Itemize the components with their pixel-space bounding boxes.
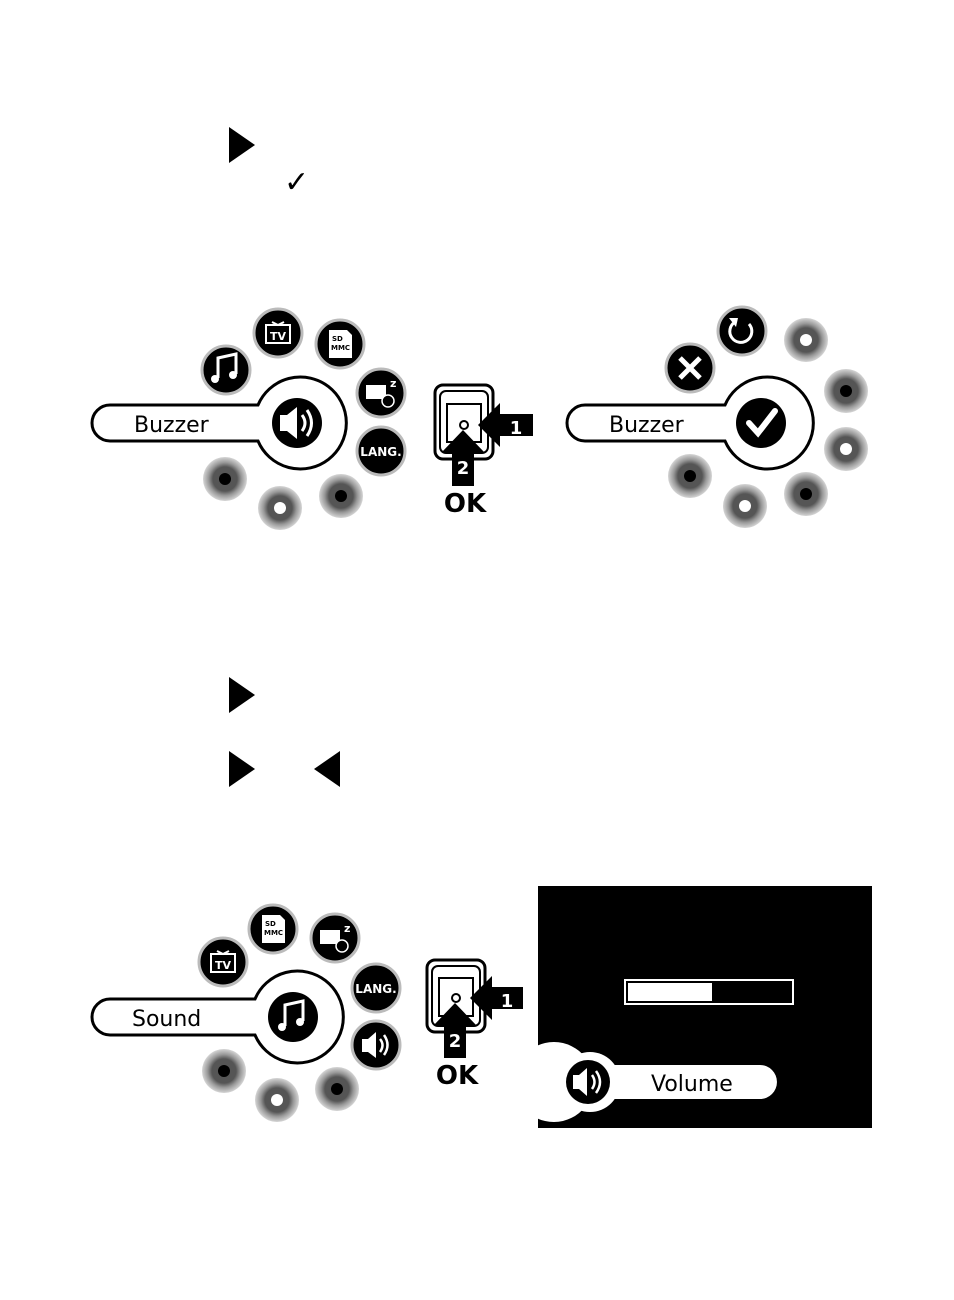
svg-text:1: 1 [501, 991, 514, 1012]
svg-text:z: z [344, 922, 350, 935]
confirm-check-icon [736, 398, 786, 448]
svg-text:SD: SD [265, 920, 276, 928]
empty-slot-dot [202, 1049, 246, 1093]
ok-label: OK [436, 1061, 479, 1091]
volume-level-bar [628, 983, 712, 1001]
ok-button-diagram: 1 2 OK [433, 383, 533, 519]
svg-text:2: 2 [449, 1031, 462, 1052]
empty-slot-dot [824, 427, 868, 471]
empty-slot-dot [784, 472, 828, 516]
svg-text:1: 1 [510, 418, 523, 439]
tv-icon: TV [197, 936, 249, 988]
music-icon [268, 992, 318, 1042]
ok-button-diagram: 1 2 OK [425, 958, 523, 1091]
ok-label: OK [444, 489, 487, 519]
sd-mmc-icon: SD MMC [247, 903, 299, 955]
speaker-icon [350, 1019, 402, 1071]
right-arrow-icon [229, 677, 255, 713]
svg-text:LANG.: LANG. [360, 445, 401, 459]
svg-text:LANG.: LANG. [355, 982, 396, 996]
sound-menu-wheel: Sound TV SD MMC z LANG. [90, 903, 402, 1122]
music-icon [200, 344, 252, 396]
menu-label-buzzer: Buzzer [609, 413, 685, 438]
sleep-timer-icon: z [355, 367, 407, 419]
left-arrow-icon [314, 751, 340, 787]
empty-slot-dot [824, 369, 868, 413]
menu-label-sound: Sound [132, 1007, 201, 1032]
volume-screen: Volume [513, 886, 872, 1128]
sleep-timer-icon: z [309, 912, 361, 964]
cancel-icon [664, 342, 716, 394]
svg-text:TV: TV [215, 959, 232, 972]
speaker-icon [272, 398, 322, 448]
svg-text:2: 2 [457, 458, 470, 479]
buzzer-menu-wheel: Buzzer TV SD MMC [90, 307, 407, 530]
svg-text:MMC: MMC [331, 344, 350, 352]
check-icon: ✓ [284, 165, 310, 200]
sd-mmc-icon: SD MMC [314, 318, 366, 370]
tv-icon: TV [252, 307, 304, 359]
svg-text:MMC: MMC [264, 929, 283, 937]
empty-slot-dot [203, 457, 247, 501]
volume-label: Volume [651, 1072, 733, 1097]
reset-icon [716, 305, 768, 357]
buzzer-confirm-wheel: Buzzer [565, 305, 868, 528]
right-arrow-icon [229, 751, 255, 787]
language-icon: LANG. [350, 962, 402, 1014]
right-arrow-icon [229, 127, 255, 163]
language-icon: LANG. [355, 425, 407, 477]
menu-label-buzzer: Buzzer [134, 413, 210, 438]
svg-text:z: z [390, 377, 396, 390]
empty-slot-dot [255, 1078, 299, 1122]
speaker-icon [566, 1060, 610, 1104]
svg-text:SD: SD [332, 335, 343, 343]
empty-slot-dot [258, 486, 302, 530]
svg-text:TV: TV [270, 330, 287, 343]
empty-slot-dot [668, 454, 712, 498]
empty-slot-dot [784, 318, 828, 362]
empty-slot-dot [723, 484, 767, 528]
empty-slot-dot [315, 1067, 359, 1111]
empty-slot-dot [319, 474, 363, 518]
